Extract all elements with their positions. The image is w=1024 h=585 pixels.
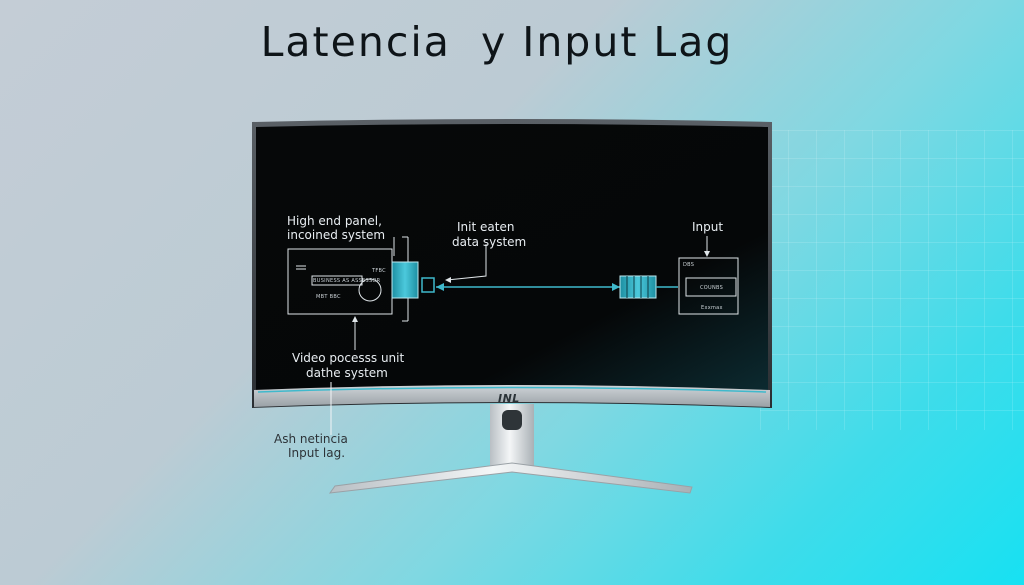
label-video-process-unit: Video pocesss unit	[292, 351, 405, 365]
monitor-brand-logo: INL	[498, 392, 520, 405]
monitor-screen	[256, 124, 768, 390]
tiny-right-mid: COUNBS	[700, 285, 724, 291]
init-pointer	[446, 244, 487, 281]
label-data-system: data system	[452, 235, 527, 249]
label-input: Input	[692, 220, 724, 234]
label-init-eaten: Init eaten	[457, 220, 515, 234]
monitor-chin	[254, 385, 770, 407]
stand-base	[328, 462, 693, 494]
chin-accent-line	[257, 386, 767, 393]
page-title: Latencia y Input Lag	[260, 18, 734, 66]
tiny-right-bottom: Exxmax	[701, 305, 723, 311]
connector-block	[391, 261, 419, 299]
label-high-end-panel: High end panel,	[287, 214, 382, 228]
tiny-left-top: BUSINESS AS ASSESSOR	[313, 278, 381, 284]
label-input-lag: Input lag.	[288, 446, 346, 460]
label-incoined-system: incoined system	[287, 228, 386, 242]
label-dathe-system: dathe system	[306, 366, 388, 380]
background-grid	[760, 130, 1024, 430]
tiny-right-top: DBS	[683, 262, 695, 268]
buffer-block	[619, 275, 657, 299]
tiny-left-corner: TFBC	[372, 268, 386, 274]
tiny-left-bottom: MBT BBC	[316, 294, 341, 300]
connector-small	[421, 277, 435, 293]
input-device	[678, 257, 739, 315]
label-ash-netincia: Ash netincia	[274, 432, 348, 446]
stand-slot	[502, 410, 522, 430]
